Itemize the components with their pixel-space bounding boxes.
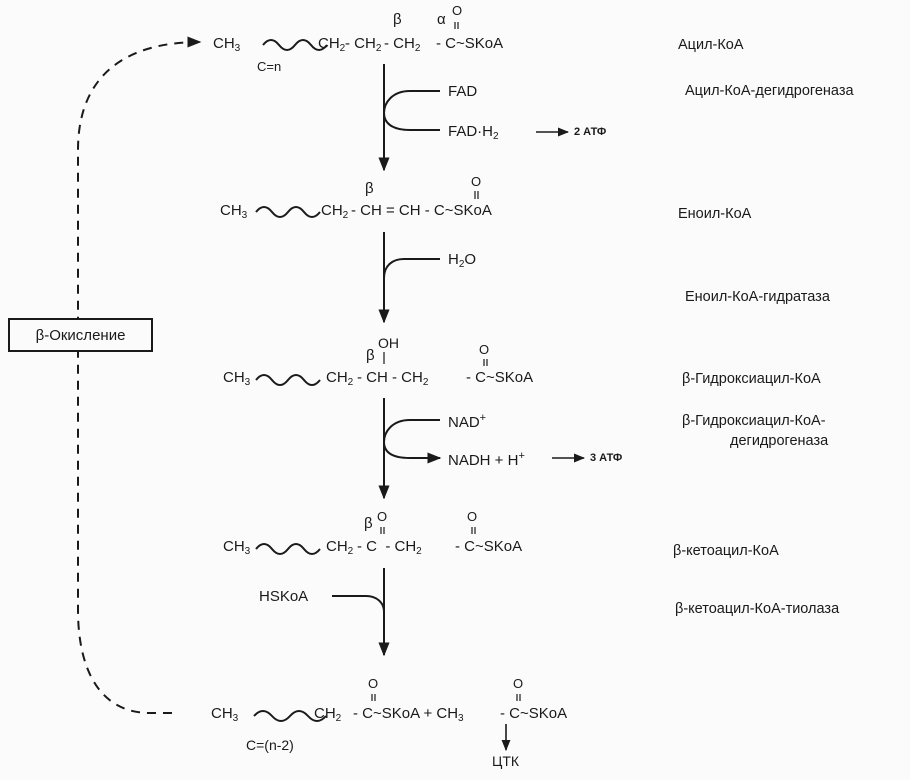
h2o-curve	[383, 258, 440, 279]
acyl-chain-length: C=n	[257, 59, 282, 74]
acyl-beta-ch2: - CH2	[345, 35, 382, 54]
hydroxy-mid: - CH - CH2	[357, 369, 429, 388]
label-hydroxyacyl-coa-dehydrogenase-2: дегидрогеназа	[730, 433, 829, 449]
nadh-label: NADH + H+	[448, 450, 525, 469]
acyl-ch3: CH3	[213, 35, 241, 54]
product-part2: - C~SKoA	[500, 705, 568, 722]
hskoa-curve	[332, 595, 385, 613]
hydroxy-tail: - C~SKoA	[466, 369, 534, 386]
hydroxy-beta-mark: β	[366, 347, 375, 364]
label-hydroxyacyl-coa-dehydrogenase-1: β-Гидроксиацил-КоА-	[682, 413, 826, 429]
atp-2-label: 2 АТФ	[574, 126, 607, 138]
acyl-beta-mark: β	[393, 11, 402, 28]
enoyl-ch3: CH3	[220, 202, 248, 221]
beta-oxidation-box: β-Окисление	[8, 318, 153, 352]
product-part1: - C~SKoA + CH3	[353, 705, 464, 724]
hskoa-label: HSKoA	[259, 588, 309, 605]
nad-label: NAD+	[448, 412, 487, 431]
fadh2-label: FAD·H2	[448, 123, 499, 142]
keto-oxygen-1: O	[377, 509, 388, 524]
enoyl-rest: - CH = CH - C~SKoA	[351, 202, 492, 219]
hydroxy-chain-ch2: CH2	[326, 369, 354, 388]
hydroxy-ch3: CH3	[223, 369, 251, 388]
label-ketoacyl-coa-thiolase: β-кетоацил-КоА-тиолаза	[675, 601, 840, 617]
fad-curve	[382, 90, 440, 131]
keto-beta-mark: β	[364, 515, 373, 532]
keto-oxygen-2: O	[467, 509, 478, 524]
acyl-alpha-ch2: - CH2	[384, 35, 421, 54]
acyl-thioester: - C~SKoA	[436, 35, 504, 52]
keto-mid: - C - CH2	[357, 538, 422, 557]
product-chain-length: C=(n-2)	[246, 737, 294, 753]
keto-chain-ch2: CH2	[326, 538, 354, 557]
beta-oxidation-label: β-Окисление	[35, 326, 126, 344]
label-enoyl-coa: Еноил-КоА	[678, 206, 752, 222]
wavy-chain-3	[255, 374, 321, 386]
recycle-dashed-arrow	[77, 36, 202, 714]
label-acyl-coa: Ацил-КоА	[678, 37, 744, 53]
enoyl-oxygen: O	[471, 174, 482, 189]
wavy-chain-1	[262, 39, 328, 51]
label-enoyl-coa-hydratase: Еноил-КоА-гидратаза	[685, 289, 830, 305]
atp-3-label: 3 АТФ	[590, 452, 623, 464]
hydroxy-oh: OH	[378, 335, 399, 351]
keto-ch3: CH3	[223, 538, 251, 557]
enoyl-beta-mark: β	[365, 180, 374, 197]
h2o-label: H2O	[448, 251, 477, 270]
acyl-alpha-mark: α	[437, 11, 446, 28]
wavy-chain-2	[255, 206, 321, 218]
tca-label: ЦТК	[492, 753, 520, 769]
wavy-chain-4	[255, 543, 321, 555]
label-acyl-coa-dehydrogenase: Ацил-КоА-дегидрогеназа	[685, 83, 854, 99]
nad-curve	[382, 419, 442, 464]
product-ch3: CH3	[211, 705, 239, 724]
keto-tail: - C~SKoA	[455, 538, 523, 555]
hydroxy-oxygen: O	[479, 342, 490, 357]
wavy-chain-5	[253, 710, 327, 722]
product-oxygen-1: O	[368, 676, 379, 691]
product-oxygen-2: O	[513, 676, 524, 691]
acyl-oxygen: O	[452, 3, 463, 18]
label-ketoacyl-coa: β-кетоацил-КоА	[673, 543, 779, 559]
enoyl-chain-ch2: CH2	[321, 202, 349, 221]
acyl-chain-ch2: CH2	[318, 35, 346, 54]
label-hydroxyacyl-coa: β-Гидроксиацил-КоА	[682, 371, 821, 387]
product-chain-ch2: CH2	[314, 705, 342, 724]
fad-label: FAD	[448, 83, 478, 100]
